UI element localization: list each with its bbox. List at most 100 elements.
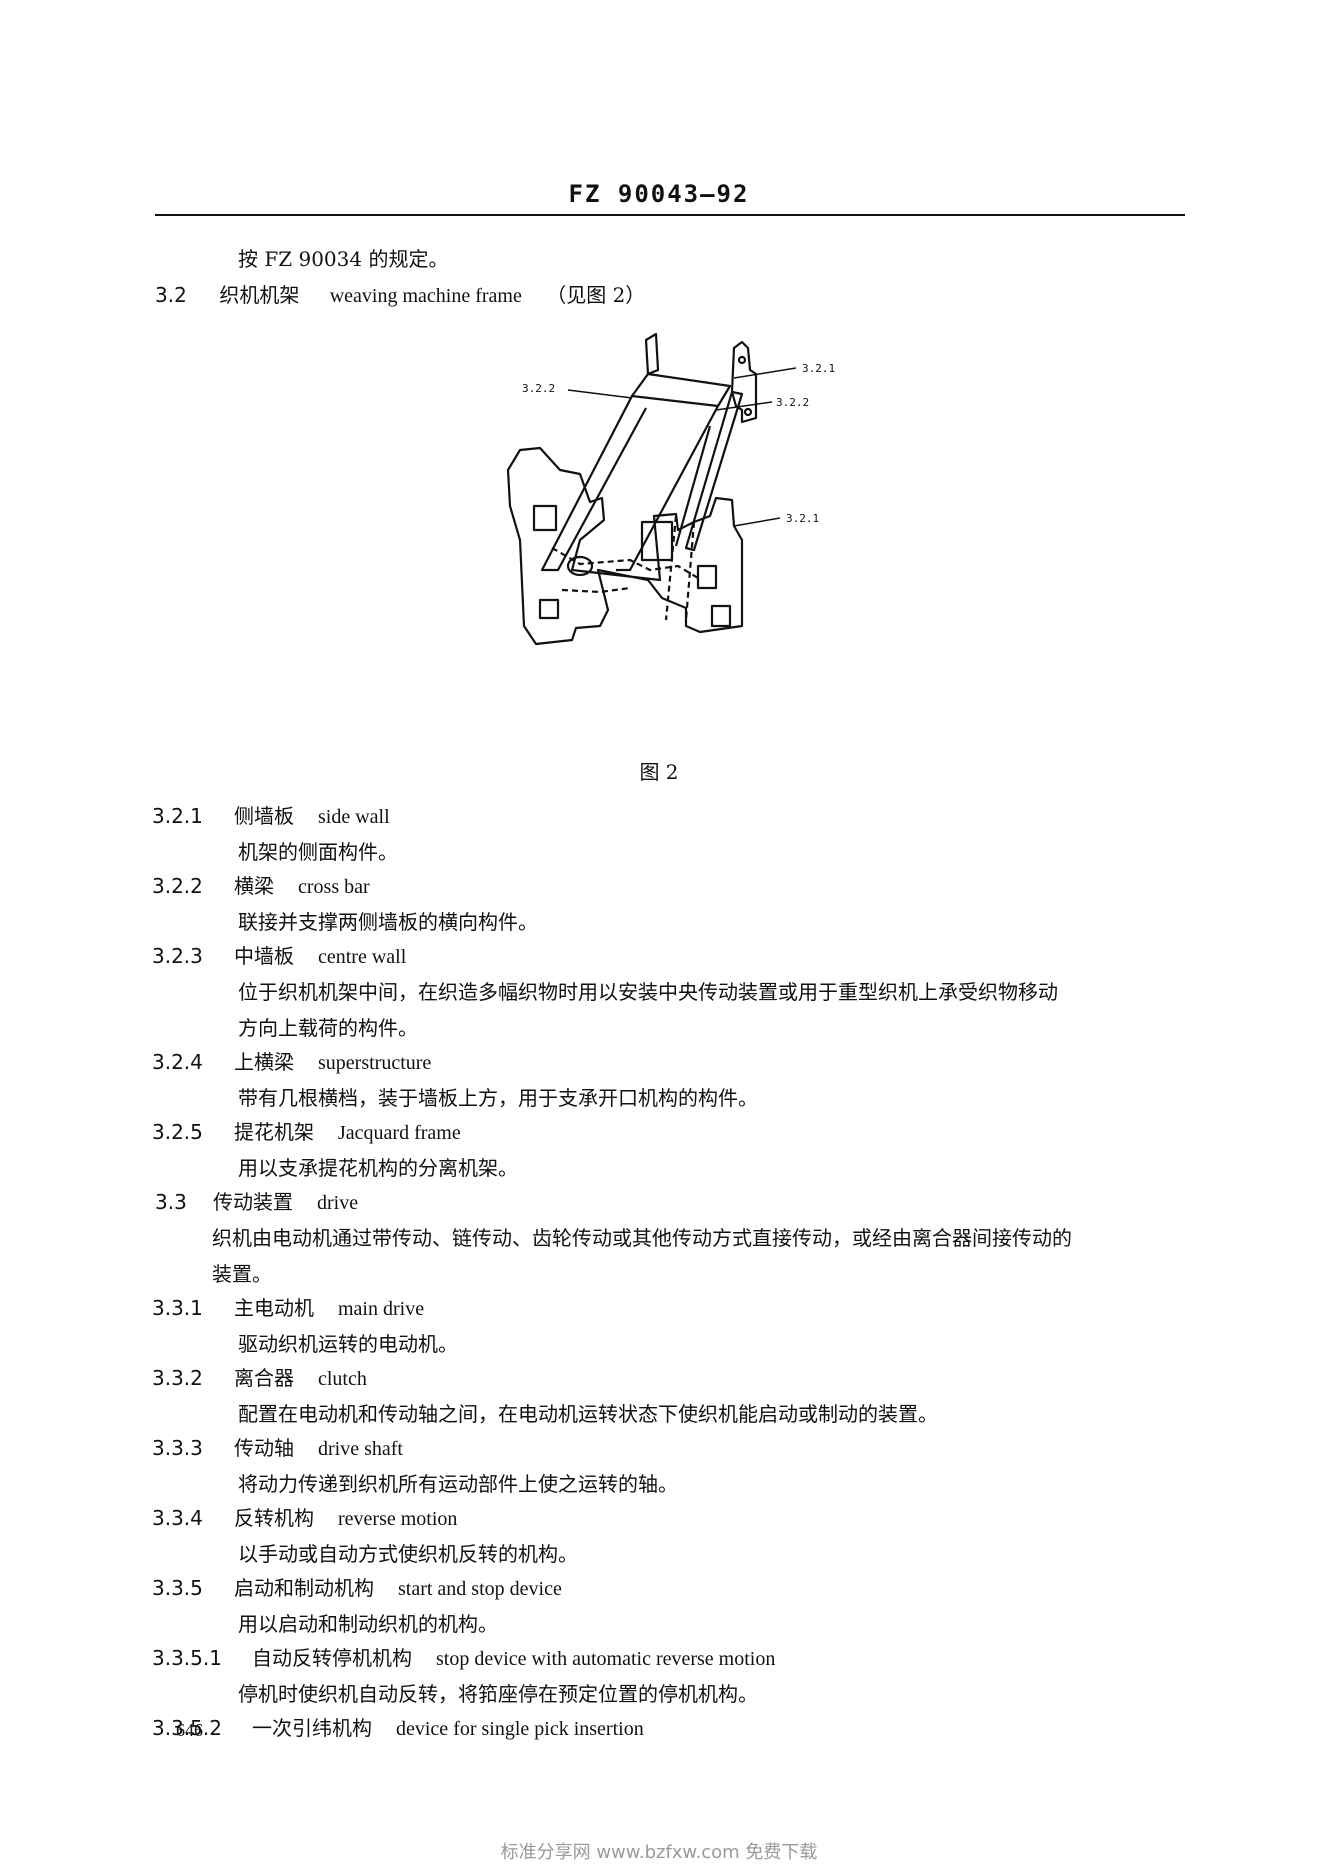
cross-bar-edge [674, 425, 712, 547]
label-3-2-1-top: 3.2.1 [802, 362, 835, 375]
term-definition: 织机由电动机通过带传动、链传动、齿轮传动或其他传动方式直接传动，或经由离合器间接… [212, 1226, 1072, 1250]
term-number: 3.3.5.2 [152, 1716, 222, 1740]
term-zh: 启动和制动机构 [234, 1576, 374, 1600]
figure-reference: （见图 2） [546, 283, 646, 307]
term-number: 3.3.5.1 [152, 1646, 222, 1670]
figure-caption: 图 2 [639, 760, 679, 784]
term-definition: 带有几根横档，装于墙板上方，用于支承开口机构的构件。 [238, 1086, 758, 1110]
term-number: 3.2.1 [152, 804, 203, 828]
term-number: 3.2.3 [152, 944, 203, 968]
term-number: 3.2.2 [152, 874, 203, 898]
term-definition: 位于织机机架中间，在织造多幅织物时用以安装中央传动装置或用于重型织机上承受织物移… [238, 980, 1058, 1004]
wall-window [532, 504, 558, 532]
term-heading: 3.3.2 离合器 clutch [152, 1362, 367, 1391]
term-en: stop device with automatic reverse motio… [436, 1648, 776, 1670]
wall-window [710, 604, 732, 628]
term-number: 3.2.5 [152, 1120, 203, 1144]
term-zh: 上横梁 [234, 1050, 294, 1074]
left-upright [644, 332, 660, 376]
leader-line [715, 401, 773, 411]
term-en: superstructure [318, 1052, 432, 1074]
leader-line [733, 367, 797, 379]
term-number: 3.3.4 [152, 1506, 203, 1530]
term-zh: 离合器 [234, 1366, 294, 1390]
hidden-edge [664, 515, 678, 621]
term-zh: 一次引纬机构 [252, 1716, 372, 1740]
term-definition: 配置在电动机和传动轴之间，在电动机运转状态下使织机能启动或制动的装置。 [238, 1402, 938, 1426]
wall-window [640, 520, 674, 562]
label-3-2-1-bottom: 3.2.1 [786, 512, 819, 525]
term-definition: 方向上载荷的构件。 [238, 1016, 418, 1040]
leader-line [733, 517, 781, 527]
term-en: weaving machine frame [329, 285, 522, 307]
term-zh: 自动反转停机机构 [252, 1646, 412, 1670]
term-definition: 以手动或自动方式使织机反转的机构。 [238, 1542, 578, 1566]
wall-window [538, 598, 560, 620]
wall-hole [566, 555, 594, 577]
label-3-2-2-left: 3.2.2 [522, 382, 555, 395]
term-heading: 3.2.5 提花机架 Jacquard frame [152, 1116, 461, 1145]
term-heading: 3.3.5 启动和制动机构 start and stop device [152, 1572, 562, 1601]
term-number: 3.2.4 [152, 1050, 203, 1074]
term-definition: 用以启动和制动织机的机构。 [238, 1612, 498, 1636]
term-en: drive [317, 1192, 359, 1214]
term-heading: 3.2.2 横梁 cross bar [152, 870, 370, 899]
term-number: 3.3.3 [152, 1436, 203, 1460]
term-zh: 传动轴 [234, 1436, 294, 1460]
term-en: drive shaft [318, 1438, 403, 1460]
standard-code-header: FZ 90043—92 [568, 180, 750, 208]
rear-side-wall [730, 340, 758, 424]
wall-window [696, 564, 718, 590]
term-zh: 提花机架 [234, 1120, 314, 1144]
term-definition: 装置。 [212, 1262, 272, 1286]
cross-bar-left [540, 395, 647, 572]
section-number: 3.2 [155, 283, 187, 307]
rear-wall-hole [737, 355, 747, 365]
term-definition: 联接并支撑两侧墙板的横向构件。 [238, 910, 538, 934]
cross-bar-right [616, 405, 719, 572]
term-definition: 机架的侧面构件。 [238, 840, 398, 864]
term-en: Jacquard frame [338, 1122, 461, 1144]
page-number: 646 [176, 1720, 203, 1740]
leader-line [567, 389, 633, 399]
term-heading: 3.3 传动装置 drive [155, 1186, 358, 1215]
term-heading: 3.2.4 上横梁 superstructure [152, 1046, 431, 1075]
term-en: side wall [318, 806, 390, 828]
hidden-edge [684, 521, 696, 621]
hidden-edge [551, 547, 699, 579]
figure-2-frame-drawing: 3.2.1 3.2.2 3.2.2 3.2.1 [480, 330, 850, 760]
term-number: 3.3.2 [152, 1366, 203, 1390]
front-side-wall [506, 446, 744, 646]
term-en: cross bar [298, 876, 370, 898]
term-number: 3.3.1 [152, 1296, 203, 1320]
watermark: 标准分享网 www.bzfxw.com 免费下载 [500, 1842, 818, 1863]
term-zh: 传动装置 [213, 1190, 293, 1214]
term-definition: 驱动织机运转的电动机。 [238, 1332, 458, 1356]
term-definition: 用以支承提花机构的分离机架。 [238, 1156, 518, 1180]
cross-bar-top [630, 372, 732, 408]
term-heading: 3.3.3 传动轴 drive shaft [152, 1432, 403, 1461]
header-rule [155, 214, 1185, 216]
term-zh: 侧墙板 [234, 804, 294, 828]
label-3-2-2-right: 3.2.2 [776, 396, 809, 409]
term-en: device for single pick insertion [396, 1718, 644, 1740]
term-definition: 将动力传递到织机所有运动部件上使之运转的轴。 [238, 1472, 678, 1496]
term-zh: 反转机构 [234, 1506, 314, 1530]
term-en: start and stop device [398, 1578, 562, 1600]
term-zh: 横梁 [234, 874, 274, 898]
term-number: 3.3.5 [152, 1576, 203, 1600]
term-en: centre wall [318, 946, 407, 968]
term-heading: 3.2.1 侧墙板 side wall [152, 800, 390, 829]
section-3-2-heading: 3.2 织机机架 weaving machine frame （见图 2） [155, 279, 645, 308]
term-en: clutch [318, 1368, 367, 1390]
term-zh: 织机机架 [219, 283, 300, 307]
term-heading: 3.3.5.2 一次引纬机构 device for single pick inse… [152, 1712, 644, 1741]
term-heading: 3.2.3 中墙板 centre wall [152, 940, 406, 969]
intro-line: 按 FZ 90034 的规定。 [238, 247, 449, 271]
term-number: 3.3 [155, 1190, 187, 1214]
term-heading: 3.3.5.1 自动反转停机机构 stop device with automati… [152, 1642, 775, 1671]
hidden-edge [561, 586, 631, 594]
term-zh: 中墙板 [234, 944, 294, 968]
